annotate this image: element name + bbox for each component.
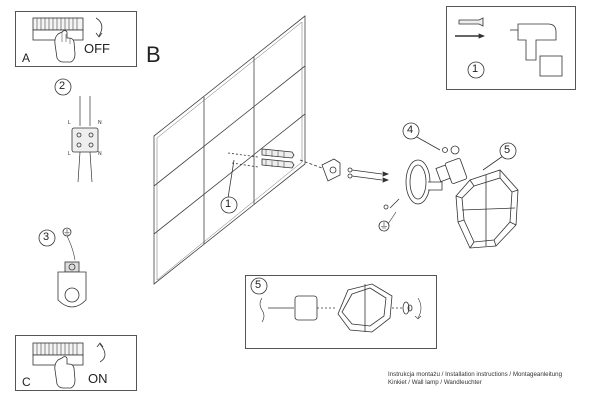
step-5-marker-detail (250, 277, 268, 295)
on-arrow (99, 343, 106, 363)
wire-label-n-bottom: N (98, 151, 102, 157)
wire-label-n-top: N (98, 120, 102, 126)
drill-icon (510, 23, 563, 77)
step-5-number-main: 5 (504, 144, 511, 156)
off-arrow (95, 17, 103, 37)
wire-label-l-bottom: L (68, 151, 71, 157)
step-1-marker-drill (467, 61, 485, 79)
credits-line-2: Kinkiet / Wall lamp / Wandleuchter (388, 379, 482, 386)
shade-assembly (259, 283, 422, 333)
document-credits: Instrukcja montażu / Installation instru… (388, 371, 562, 387)
step-4-number: 4 (407, 124, 414, 136)
step-3-earth-connection (38, 227, 87, 308)
step-1-marker-wall (220, 196, 238, 214)
step-2-wire-connection (54, 78, 99, 183)
wire-label-l-top: L (68, 120, 71, 126)
step-4-marker (402, 122, 420, 140)
step-5-number-detail: 5 (255, 279, 262, 291)
step-1-number-wall: 1 (225, 198, 232, 210)
step-3-number: 3 (43, 231, 50, 243)
panel-c-letter: C (22, 375, 31, 389)
panel-a-letter: A (22, 51, 31, 65)
mounting-bracket (299, 158, 341, 182)
step-5-marker-main (499, 142, 517, 160)
switchboard-on-illustration (32, 342, 84, 389)
cage-shade (455, 169, 519, 249)
dowel-and-screw-icons (455, 17, 486, 39)
off-label: OFF (84, 41, 110, 56)
wall-dowels (227, 148, 295, 169)
bracket-screws (347, 167, 390, 183)
step-1-number-drill: 1 (472, 63, 479, 75)
on-label: ON (88, 371, 108, 386)
lamp-socket (435, 145, 468, 184)
step-2-number: 2 (59, 80, 66, 92)
credits-line-1: Instrukcja montażu / Installation instru… (388, 371, 563, 378)
switchboard-off-illustration (32, 17, 84, 63)
earth-screw (383, 204, 389, 210)
wall-tiles (153, 15, 306, 285)
panel-b-letter: B (146, 42, 161, 67)
canopy-plate (389, 159, 443, 209)
